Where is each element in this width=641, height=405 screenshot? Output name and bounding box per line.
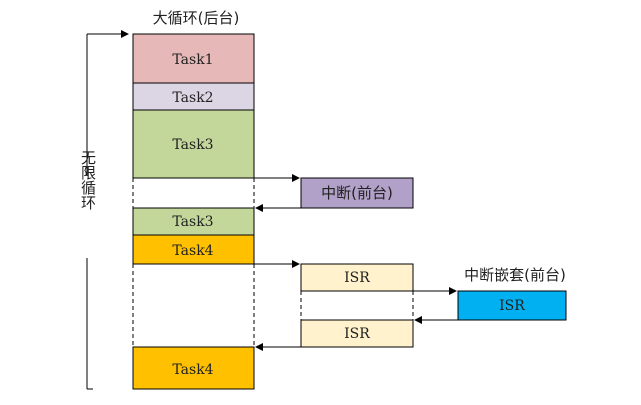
task1-label: Task1 (172, 52, 213, 68)
task3-resumed-label: Task3 (172, 214, 213, 230)
nested-isr-label: ISR (499, 298, 525, 314)
isr-resumed-block (300, 319, 414, 348)
task4-block (132, 234, 255, 265)
task4-resumed-label: Task4 (172, 362, 213, 378)
task3-resumed-block (132, 207, 255, 236)
task1-block (132, 33, 255, 84)
task3-block (132, 109, 255, 179)
nested-interrupt-title: 中断嵌套(前台) (464, 266, 566, 284)
isr-block (300, 263, 414, 292)
task2-label: Task2 (172, 90, 213, 106)
interrupt-block (300, 177, 414, 209)
background-loop-title: 大循环(后台) (153, 9, 240, 27)
nested-isr-block (457, 290, 567, 321)
isr-resumed-label: ISR (344, 326, 370, 342)
infinite-loop-label: 无限循环 (79, 150, 97, 210)
infinite-loop-bracket (86, 30, 129, 390)
isr-label: ISR (344, 270, 370, 286)
interrupt-label: 中断(前台) (321, 184, 393, 202)
task3-label: Task3 (172, 137, 213, 153)
task4-resumed-block (132, 346, 255, 390)
flow-arrows (254, 174, 458, 351)
gap-dashed-lines (132, 178, 414, 347)
task4-label: Task4 (172, 243, 213, 259)
